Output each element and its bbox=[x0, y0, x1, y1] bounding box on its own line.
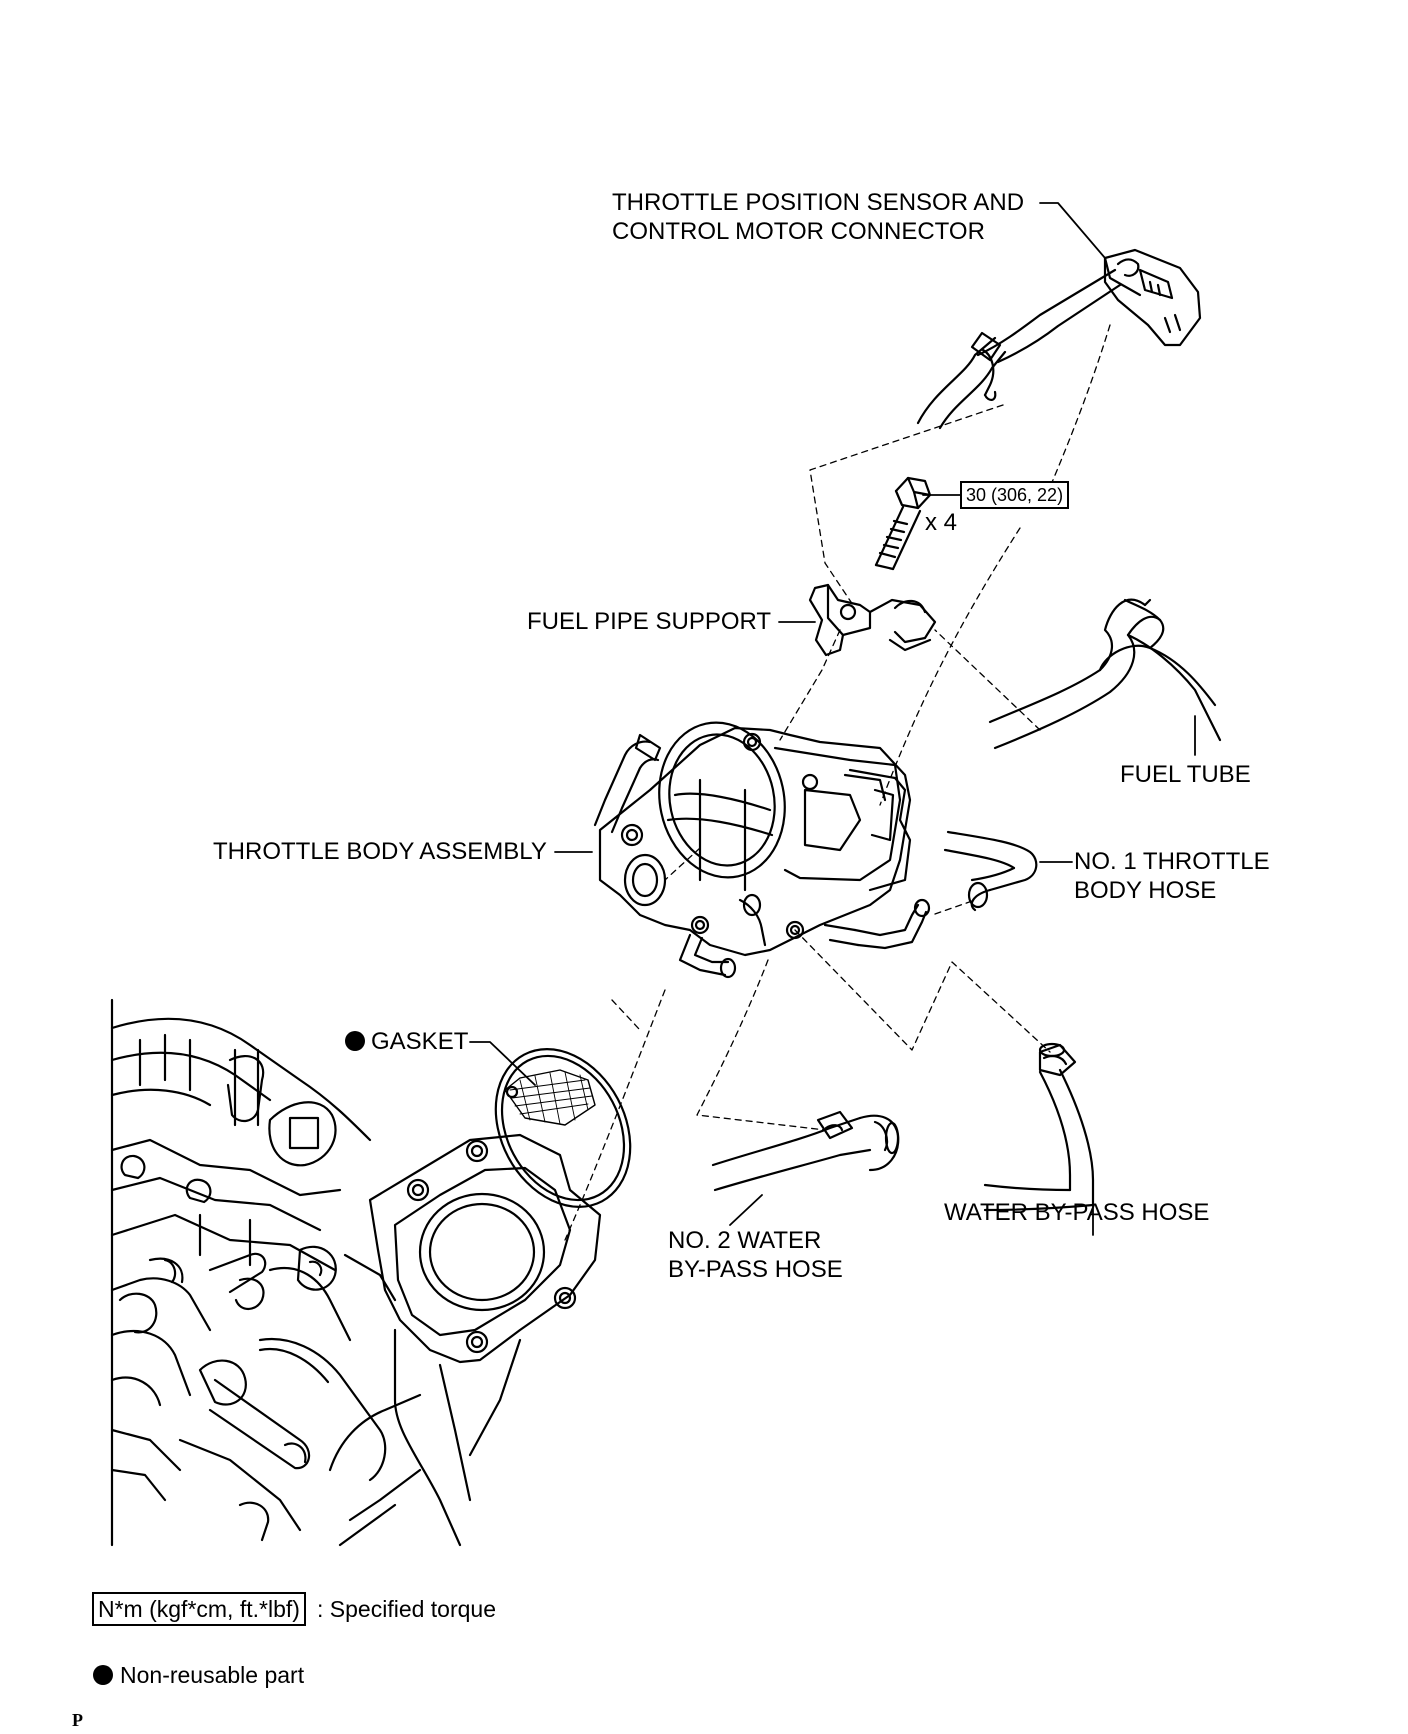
bolt-quantity-label: x 4 bbox=[925, 509, 958, 536]
throttle-position-sensor-connector-drawing bbox=[916, 248, 1202, 430]
fuel-pipe-support-label: FUEL PIPE SUPPORT bbox=[527, 608, 772, 635]
throttle-body-assembly-label: THROTTLE BODY ASSEMBLY bbox=[213, 838, 547, 865]
leader-lines bbox=[469, 202, 1196, 1236]
legend-torque-description: : Specified torque bbox=[317, 1596, 497, 1622]
legend-non-reusable-description: Non-reusable part bbox=[120, 1662, 305, 1688]
bolt-drawing bbox=[874, 476, 932, 571]
non-reusable-marker-icon bbox=[345, 1031, 365, 1051]
water-bypass-hose-label: WATER BY-PASS HOSE bbox=[944, 1199, 1210, 1226]
no1-throttle-body-hose-drawing bbox=[943, 830, 1038, 912]
tps-connector-label-line2: CONTROL MOTOR CONNECTOR bbox=[612, 218, 985, 245]
torque-spec-box: 30 (306, 22) bbox=[960, 481, 1070, 509]
tps-connector-label-line1: THROTTLE POSITION SENSOR AND bbox=[612, 189, 1025, 216]
legend-non-reusable-icon bbox=[93, 1665, 113, 1685]
no1-throttle-body-hose-label-line2: BODY HOSE bbox=[1074, 877, 1217, 904]
gasket-label: GASKET bbox=[371, 1028, 469, 1055]
no2-water-bypass-hose-label-line1: NO. 2 WATER bbox=[668, 1227, 822, 1254]
no1-throttle-body-hose-label-line1: NO. 1 THROTTLE bbox=[1074, 848, 1270, 875]
fuel-tube-drawing bbox=[988, 598, 1222, 750]
legend-torque-unit-box: N*m (kgf*cm, ft.*lbf) bbox=[92, 1592, 306, 1626]
gasket-drawing bbox=[494, 1048, 632, 1208]
intake-manifold-drawing bbox=[110, 998, 602, 1547]
assembly-guide-lines bbox=[564, 324, 1111, 1241]
page-mark: P bbox=[72, 1710, 83, 1730]
fuel-pipe-support-drawing bbox=[808, 583, 937, 657]
fuel-tube-label: FUEL TUBE bbox=[1120, 761, 1251, 788]
throttle-body-assembly-drawing bbox=[593, 721, 931, 979]
water-bypass-hose-drawing bbox=[983, 1042, 1095, 1212]
no2-water-bypass-hose-drawing bbox=[711, 1110, 900, 1192]
no2-water-bypass-hose-label-line2: BY-PASS HOSE bbox=[668, 1256, 843, 1283]
